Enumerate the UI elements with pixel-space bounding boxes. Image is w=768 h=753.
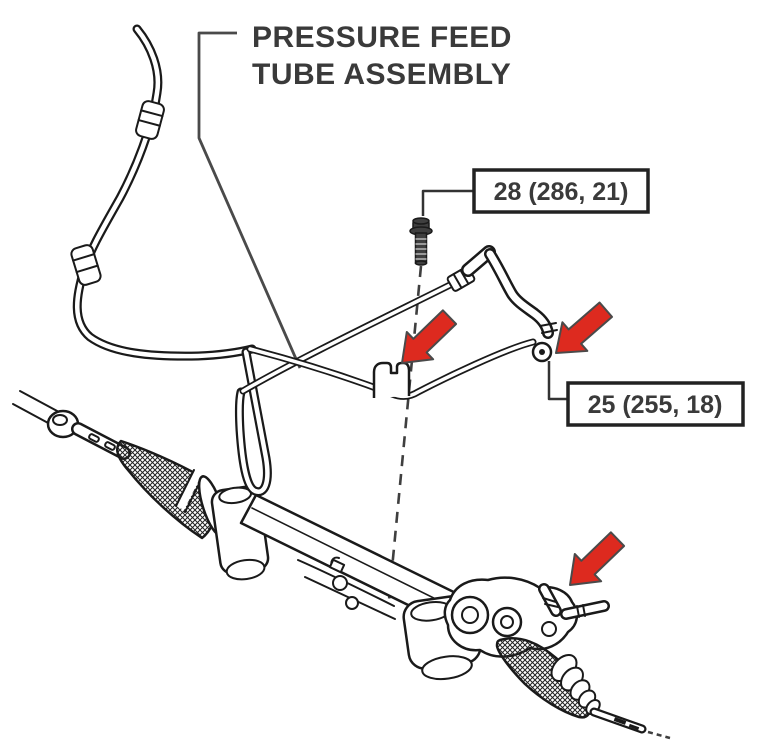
hose-crimp-ferrule-2 xyxy=(70,244,102,286)
left-ball-joint-detail xyxy=(52,414,68,426)
callout-leader-line xyxy=(197,31,302,369)
red-arrow-gear-port xyxy=(555,524,632,600)
pressure-feed-label-line1: PRESSURE FEED xyxy=(252,21,512,54)
rack-pressure-lines xyxy=(297,556,396,620)
torque-28-box xyxy=(472,168,650,214)
banjo-fitting xyxy=(531,341,553,363)
line-clip-loop-1 xyxy=(332,575,348,591)
housing-bolt-head xyxy=(541,621,557,637)
torque-25-box xyxy=(566,381,745,427)
steering-rack-assembly xyxy=(12,390,671,740)
torque-28-leader xyxy=(421,189,474,216)
housing-boss-2-center xyxy=(500,615,514,629)
bolt-threads xyxy=(415,238,427,260)
hose-crimp-ferrule-1 xyxy=(135,100,165,140)
torque-28-value: 28 (286, 21) xyxy=(494,178,629,206)
flange-bolt xyxy=(409,217,433,266)
lower-metal-tube xyxy=(246,338,537,400)
right-mount-bushing xyxy=(402,594,482,681)
line-clip-loop-2 xyxy=(345,596,359,610)
torque-25-value: 25 (255, 18) xyxy=(588,391,723,419)
torque-spec-28: 28 (286, 21) xyxy=(421,168,650,216)
torque-25-leader xyxy=(547,361,568,401)
upper-metal-tube xyxy=(239,280,456,395)
return-port-stub xyxy=(560,600,610,620)
tube-clamp-bracket xyxy=(372,361,411,398)
pressure-feed-label-line2: TUBE ASSEMBLY xyxy=(252,58,511,91)
housing-boss-1-center xyxy=(461,606,479,624)
pressure-feed-hose xyxy=(70,24,272,497)
right-bellows-boot xyxy=(495,636,592,719)
right-tie-rod xyxy=(589,707,671,740)
right-boot-pleat-rings xyxy=(550,653,601,715)
bolt-tip xyxy=(414,260,428,266)
left-mount-bushing xyxy=(210,485,270,581)
pressure-port-fitting xyxy=(538,583,562,617)
gear-inlet-tube xyxy=(484,248,558,339)
bolt-head-top xyxy=(412,217,430,225)
torque-spec-25: 25 (255, 18) xyxy=(547,361,745,427)
